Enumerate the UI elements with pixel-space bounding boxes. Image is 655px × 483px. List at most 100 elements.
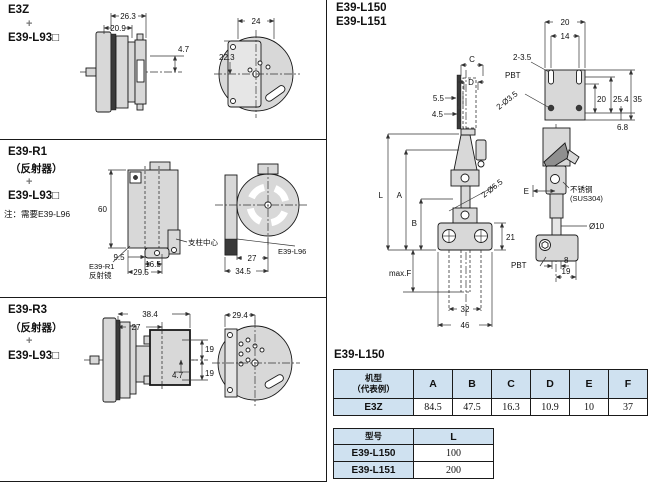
dim-b: B <box>412 219 417 228</box>
table-row: E39-L151 200 <box>333 461 494 479</box>
col-header-d: D <box>530 369 570 399</box>
dim-5-5: 5.5 <box>433 94 445 103</box>
dimension-table: 机型 （代表例） A B C D E F E3Z 84.5 47.5 16.3 … <box>333 369 648 416</box>
s3-title: E39-R3 <box>8 304 47 316</box>
section-divider-1 <box>0 139 327 140</box>
label-reflector: 反射镜 <box>89 270 112 280</box>
col-header-c: C <box>491 369 531 399</box>
dim-22-3: 22.3 <box>219 53 235 62</box>
dim-a: A <box>397 191 403 200</box>
s2-plus: + <box>26 176 33 188</box>
dim-29-5: 29.5 <box>133 268 149 277</box>
dim-8: 8 <box>564 256 569 265</box>
header-model-line1: 机型 <box>364 373 382 384</box>
dim-21: 21 <box>506 233 515 242</box>
dim-9-5: 9.5 <box>113 253 125 262</box>
col-header-f: F <box>608 369 648 399</box>
label-pbt-base: PBT <box>511 261 527 270</box>
s1-title2: E39-L93□ <box>8 32 60 44</box>
label-pillar-center: 支柱中心 <box>188 237 218 247</box>
dim-e: E <box>524 187 529 196</box>
dim-25-4: 25.4 <box>613 95 629 104</box>
dim-34-5: 34.5 <box>235 267 251 276</box>
bracket-top-view: 20 14 2-3.5 PBT 2-Ø3.5 20 25.4 35 6.8 <box>495 18 643 132</box>
s3-side-view: 38.4 27 19 19 4.7 <box>84 310 214 403</box>
s2-side-view: E39-L96 27 34.5 <box>215 163 307 276</box>
value-d: 10.9 <box>530 398 570 416</box>
dim-4-5: 4.5 <box>432 110 444 119</box>
col-header-l: L <box>413 428 494 445</box>
dim-35: 35 <box>633 95 642 104</box>
s3-title2: E39-L93□ <box>8 350 60 362</box>
value-a: 84.5 <box>413 398 453 416</box>
dim-27: 27 <box>248 254 257 263</box>
col-header-e: E <box>569 369 609 399</box>
section-divider-2 <box>0 297 327 298</box>
dim-phi10: Ø10 <box>589 222 605 231</box>
dim-19-top: 19 <box>205 345 214 354</box>
row-label-e3z: E3Z <box>333 398 414 416</box>
col-header-type: 型号 <box>333 428 414 445</box>
s2-subtitle: （反射器） <box>10 163 63 175</box>
s1-side-view: 26.3 20.9 4.7 <box>80 12 190 113</box>
dim-19: 19 <box>562 267 571 276</box>
dim-4-7: 4.7 <box>172 371 184 380</box>
dim-16-5: 16.5 <box>145 260 161 269</box>
value-l151: 200 <box>413 461 494 479</box>
table1-caption: E39-L150 <box>334 349 385 361</box>
dim-c: C <box>469 55 475 64</box>
s3-plus: + <box>26 335 33 347</box>
col-header-a: A <box>413 369 453 399</box>
s2-note: 注：需要E39-L96 <box>4 209 71 219</box>
dim-32: 32 <box>461 305 470 314</box>
dim-l: L <box>379 191 384 200</box>
row-label-l151: E39-L151 <box>333 461 414 479</box>
col-header-b: B <box>452 369 492 399</box>
section-divider-3 <box>0 481 327 482</box>
dim-20-right: 20 <box>597 95 606 104</box>
label-e39-l96: E39-L96 <box>278 247 306 256</box>
s2-drawing: 60 9.5 16.5 29.5 E39-R1 反射镜 支柱中心 <box>89 161 307 280</box>
dim-26-3: 26.3 <box>120 12 136 21</box>
dim-14: 14 <box>561 32 570 41</box>
dim-d: D <box>468 78 474 87</box>
label-pbt-top: PBT <box>505 71 521 80</box>
column-divider <box>326 0 327 482</box>
value-b: 47.5 <box>452 398 492 416</box>
side-view: E 不锈钢 (SUS304) Ø10 8 19 <box>524 124 605 282</box>
dim-6-8: 6.8 <box>617 123 629 132</box>
dim-29-4: 29.4 <box>232 311 248 320</box>
r-title2: E39-L151 <box>336 16 387 28</box>
s2-reflector-front-view: 60 9.5 16.5 29.5 E39-R1 反射镜 支柱中心 <box>89 161 218 280</box>
s2-title: E39-R1 <box>8 146 47 158</box>
dim-60: 60 <box>98 205 107 214</box>
dim-20-9: 20.9 <box>110 24 126 33</box>
s1-plus: + <box>26 18 33 30</box>
value-c: 16.3 <box>491 398 531 416</box>
s3-bracket-front-view: 29.4 <box>212 311 300 406</box>
label-sus304: (SUS304) <box>570 194 603 203</box>
dim-20-top: 20 <box>561 18 570 27</box>
dim-slot: 2-3.5 <box>513 53 532 62</box>
dim-38-4: 38.4 <box>142 310 158 319</box>
value-e: 10 <box>569 398 609 416</box>
s1-drawing: 26.3 20.9 4.7 24 22 <box>80 12 300 118</box>
length-table: 型号 L E39-L150 100 E39-L151 200 <box>333 428 494 479</box>
label-e39-r1: E39-R1 <box>89 262 114 271</box>
s3-subtitle: （反射器） <box>10 322 63 334</box>
dim-19-bottom: 19 <box>205 369 214 378</box>
dim-2-o6-5: 2-Ø6.5 <box>480 177 505 199</box>
s1-bracket-front-view: 24 22.3 <box>214 17 300 118</box>
r-title1: E39-L150 <box>336 2 387 14</box>
value-f: 37 <box>608 398 648 416</box>
e39-l150-drawing: C D 5.5 4.5 L A B max.F <box>379 18 643 330</box>
s3-drawing: 38.4 27 19 19 4.7 <box>84 310 300 406</box>
value-l150: 100 <box>413 444 494 462</box>
dim-4-7: 4.7 <box>178 45 190 54</box>
dim-46: 46 <box>461 321 470 330</box>
header-model-line2: （代表例） <box>352 384 395 394</box>
s1-title: E3Z <box>8 4 30 16</box>
table-row: E3Z 84.5 47.5 16.3 10.9 10 37 <box>333 398 648 416</box>
s2-title2: E39-L93□ <box>8 190 60 202</box>
